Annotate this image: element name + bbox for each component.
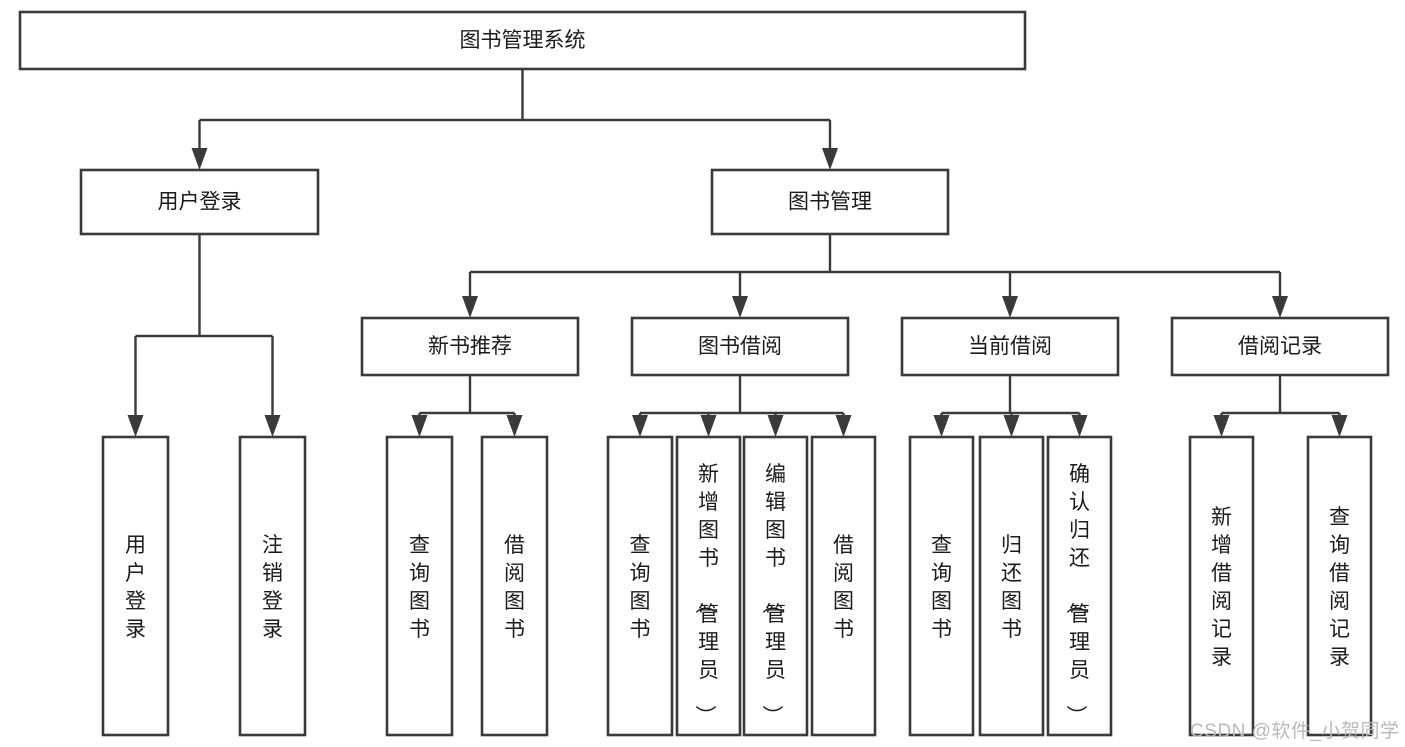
node-leaf-borrow-book-1[interactable]: 借阅图书	[480, 435, 549, 737]
node-borrow-record[interactable]: 借阅记录	[1170, 316, 1390, 377]
node-label: 图书借阅	[698, 335, 782, 358]
node-leaf-edit-book[interactable]: 编辑图书（管理员）	[742, 435, 809, 737]
node-book-manage[interactable]: 图书管理	[710, 168, 950, 236]
node-label: 图书管理	[788, 191, 872, 214]
node-box	[238, 435, 307, 737]
node-box	[79, 168, 320, 236]
node-label: 注销登录	[262, 534, 283, 641]
node-label: 新增借阅记录	[1211, 506, 1232, 669]
node-box	[385, 435, 454, 737]
node-label: 确认归还（管理员）	[1064, 463, 1090, 726]
node-box	[710, 168, 950, 236]
node-label: 用户登录	[125, 534, 146, 641]
node-label: 查询图书	[630, 534, 651, 641]
node-leaf-confirm-return[interactable]: 确认归还（管理员）	[1046, 435, 1113, 737]
node-box	[810, 435, 877, 737]
node-box	[675, 435, 742, 737]
node-box	[1306, 435, 1373, 737]
node-label: 新书推荐	[428, 335, 512, 358]
node-user-login[interactable]: 用户登录	[79, 168, 320, 236]
node-leaf-borrow-book-2[interactable]: 借阅图书	[810, 435, 877, 737]
node-box	[742, 435, 809, 737]
node-label: 归还图书	[1001, 534, 1022, 641]
connector-layer	[127, 69, 1348, 437]
node-box	[360, 316, 580, 377]
node-label: 编辑图书（管理员）	[760, 463, 786, 726]
node-leaf-query-book-2[interactable]: 查询图书	[606, 435, 674, 737]
node-label: 用户登录	[158, 191, 242, 214]
node-label: 借阅图书	[833, 534, 854, 641]
node-leaf-return-book[interactable]: 归还图书	[978, 435, 1045, 737]
node-label: 借阅记录	[1238, 335, 1322, 358]
node-box	[18, 10, 1027, 71]
node-leaf-user-login[interactable]: 用户登录	[101, 435, 170, 737]
node-label: 当前借阅	[968, 335, 1052, 358]
node-new-book-recommend[interactable]: 新书推荐	[360, 316, 580, 377]
node-leaf-add-record[interactable]: 新增借阅记录	[1188, 435, 1255, 737]
node-root[interactable]: 图书管理系统	[18, 10, 1027, 71]
node-leaf-query-book-3[interactable]: 查询图书	[908, 435, 975, 737]
node-leaf-query-book-1[interactable]: 查询图书	[385, 435, 454, 737]
node-leaf-query-record[interactable]: 查询借阅记录	[1306, 435, 1373, 737]
node-box	[1046, 435, 1113, 737]
node-box	[978, 435, 1045, 737]
node-label: 查询借阅记录	[1329, 506, 1350, 669]
node-box	[606, 435, 674, 737]
node-box	[1188, 435, 1255, 737]
node-label: 借阅图书	[504, 534, 525, 641]
node-label: 查询图书	[409, 534, 430, 641]
node-current-borrow[interactable]: 当前借阅	[900, 316, 1120, 377]
node-box	[101, 435, 170, 737]
node-label: 图书管理系统	[460, 29, 586, 52]
node-box	[900, 316, 1120, 377]
node-layer: 图书管理系统用户登录图书管理新书推荐图书借阅当前借阅借阅记录用户登录注销登录查询…	[18, 10, 1390, 737]
node-box	[1170, 316, 1390, 377]
node-book-borrow[interactable]: 图书借阅	[630, 316, 850, 377]
node-box	[630, 316, 850, 377]
node-label: 新增图书（管理员）	[693, 463, 719, 726]
node-box	[480, 435, 549, 737]
node-leaf-add-book[interactable]: 新增图书（管理员）	[675, 435, 742, 737]
node-box	[908, 435, 975, 737]
node-leaf-logout[interactable]: 注销登录	[238, 435, 307, 737]
node-label: 查询图书	[931, 534, 952, 641]
